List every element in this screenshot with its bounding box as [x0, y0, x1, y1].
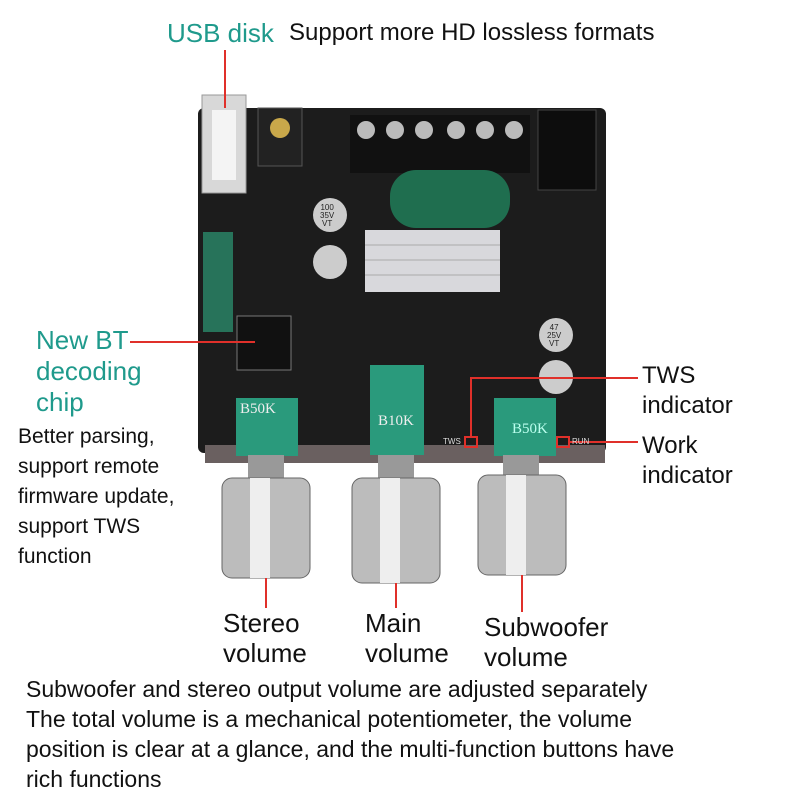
pot-label-mid: B10K: [378, 413, 414, 429]
pot-sub: [494, 398, 556, 456]
footer-description: Subwoofer and stereo output volume are a…: [26, 676, 675, 792]
tws-callout-line: [470, 377, 638, 437]
pot-label-left: B50K: [240, 401, 276, 417]
run-mark: RUN: [572, 437, 590, 446]
pot-main: [370, 365, 424, 455]
knob-stereo: [221, 455, 311, 579]
tws-mark: TWS: [443, 437, 461, 446]
usb-disk-desc: Support more HD lossless formats: [289, 19, 655, 46]
pot-label-right: B50K: [512, 421, 548, 437]
knob-sub: [477, 455, 567, 576]
knob-main: [351, 455, 441, 584]
usb-disk-title: USB disk: [167, 18, 274, 48]
pot-stereo: [236, 398, 298, 456]
